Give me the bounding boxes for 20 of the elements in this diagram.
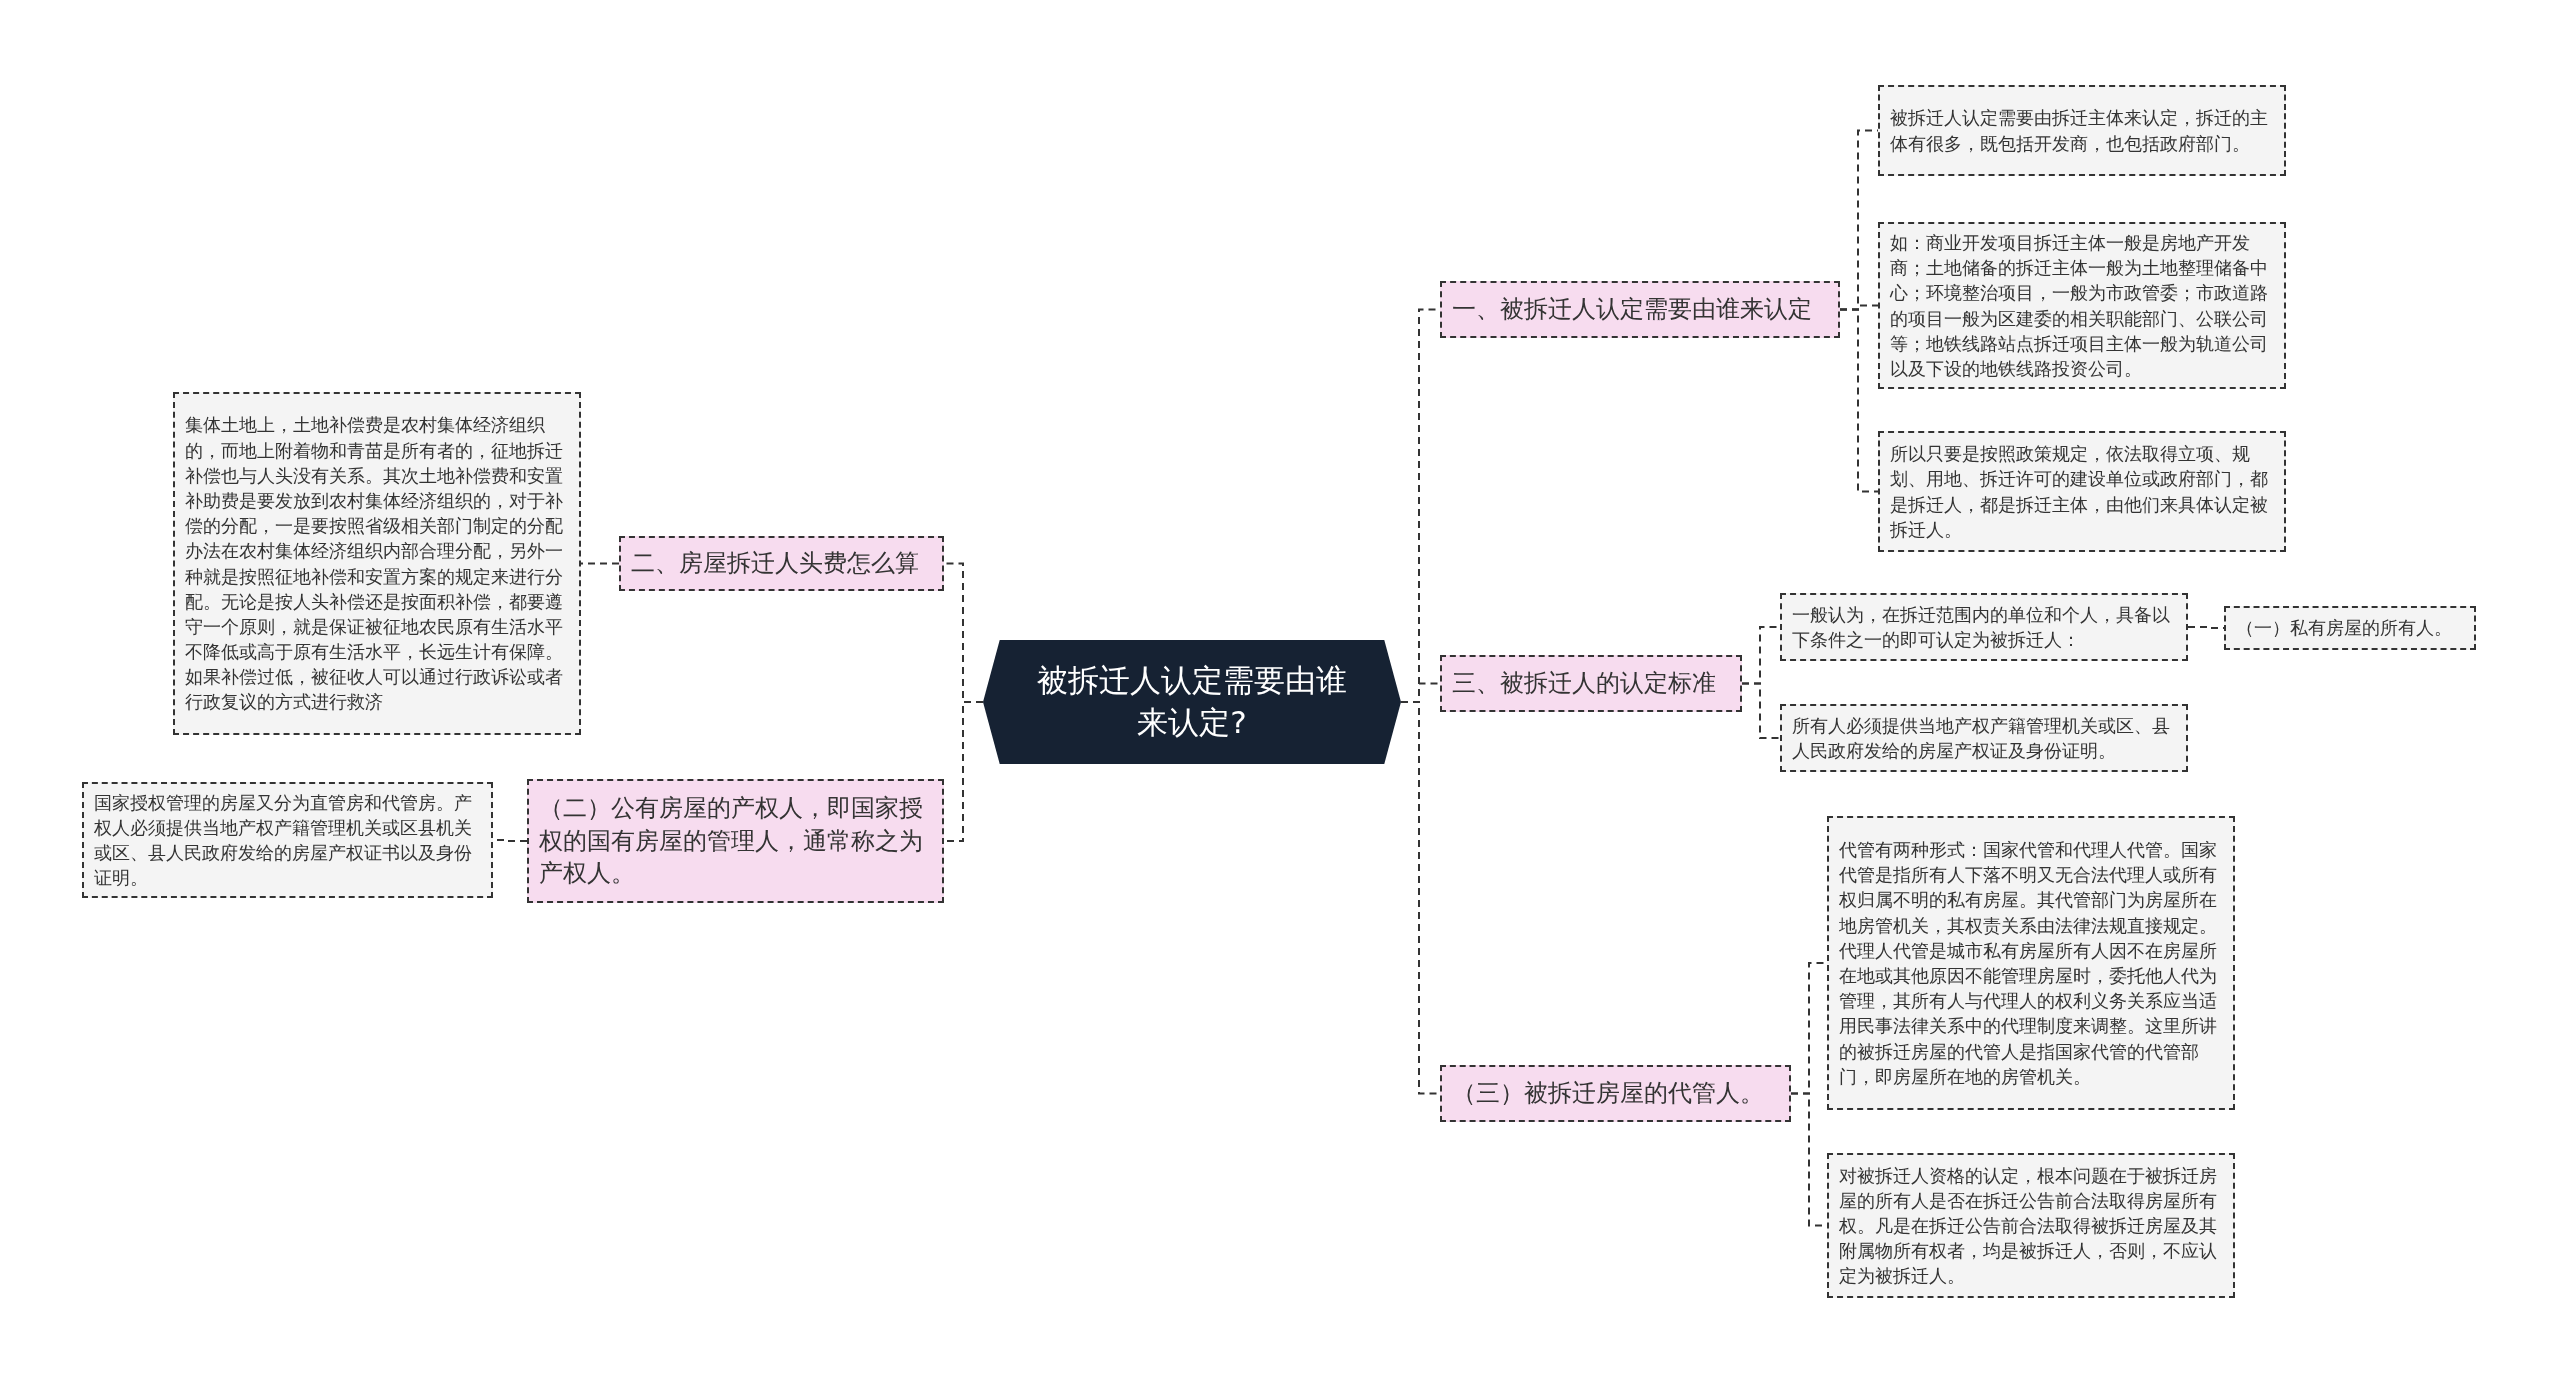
note-box: 集体土地上，土地补偿费是农村集体经济组织的，而地上附着物和青苗是所有者的，征地拆迁补偿也与人头没有关系。其次土地补偿费和安置补助费是要发放到农村集体经济组织的，对于补偿的分配，一是要按照省级相关部门制定的分配办法在农村集体经济组织内部合理分配，另外一种就是按照征地补偿和安置方案的规定来进行分配。无论是按人头补偿还是按面积补偿，都要遵守一个原则，就是保证被征地农民原有生活水平不降低或高于原有生活水平，长远生计有保障。如果补偿过低，被征收人可以通过行政诉讼或者行政复议的方式进行救济 xyxy=(173,392,581,735)
connector xyxy=(1741,682,1781,739)
note-box: 一般认为，在拆迁范围内的单位和个人，具备以下条件之一的即可认定为被拆迁人： xyxy=(1780,593,2188,661)
topic-text: 被拆迁人认定需要由谁来认定? xyxy=(1036,661,1348,742)
central-topic xyxy=(983,640,1401,764)
note-box: 所以只要是按照政策规定，依法取得立项、规划、用地、拆迁许可的建设单位或政府部门，都是拆迁人，都是拆迁主体，由他们来具体认定被拆迁人。 xyxy=(1878,431,2286,552)
topic-box: 二、房屋拆迁人头费怎么算 xyxy=(619,536,944,591)
note-box: 被拆迁人认定需要由拆迁主体来认定，拆迁的主体有很多，既包括开发商，也包括政府部门。 xyxy=(1878,85,2286,176)
note-box: 所有人必须提供当地产权产籍管理机关或区、县人民政府发给的房屋产权证及身份证明。 xyxy=(1780,704,2188,772)
topic-box: （二）公有房屋的产权人，即国家授权的国有房屋的管理人，通常称之为产权人。 xyxy=(527,779,944,903)
connector xyxy=(1839,308,1879,493)
note-box: 代管有两种形式：国家代管和代理人代管。国家代管是指所有人下落不明又无合法代理人或所有权归属不明的私有房屋。其代管部门为房屋所在地房管机关，其权责关系由法律法规直接规定。代理人代管是城市私有房屋所有人因不在房屋所在地或其他原因不能管理房屋时，委托他人代为管理，其所有人与代理人的权利义务关系应当适用民事法律关系中的代理制度来调整。这里所讲的被拆迁房屋的代管人是指国家代管的代管部门，即房屋所在地的房管机关。 xyxy=(1827,816,2235,1110)
connector xyxy=(580,562,620,565)
topic-box: 三、被拆迁人的认定标准 xyxy=(1440,655,1742,712)
topic-box: （三）被拆迁房屋的代管人。 xyxy=(1440,1065,1791,1122)
topic-box: 一、被拆迁人认定需要由谁来认定 xyxy=(1440,281,1840,338)
note-box: （一）私有房屋的所有人。 xyxy=(2224,606,2476,650)
note-box: 对被拆迁人资格的认定，根本问题在于被拆迁房屋的所有人是否在拆迁公告前合法取得房屋所有权。凡是在拆迁公告前合法取得被拆迁房屋及其附属物所有权者，均是被拆迁人，否则，不应认定为被拆迁人。 xyxy=(1827,1153,2235,1298)
note-box: 如：商业开发项目拆迁主体一般是房地产开发商；土地储备的拆迁主体一般为土地整理储备中心；环境整治项目，一般为市政管委；市政道路的项目一般为区建委的相关职能部门、公联公司等；地铁线路站点拆迁项目主体一般为轨道公司以及下设的地铁线路投资公司。 xyxy=(1878,222,2286,389)
note-box: 国家授权管理的房屋又分为直管房和代管房。产权人必须提供当地产权产籍管理机关或区县机关或区、县人民政府发给的房屋产权证书以及身份证明。 xyxy=(82,782,493,898)
